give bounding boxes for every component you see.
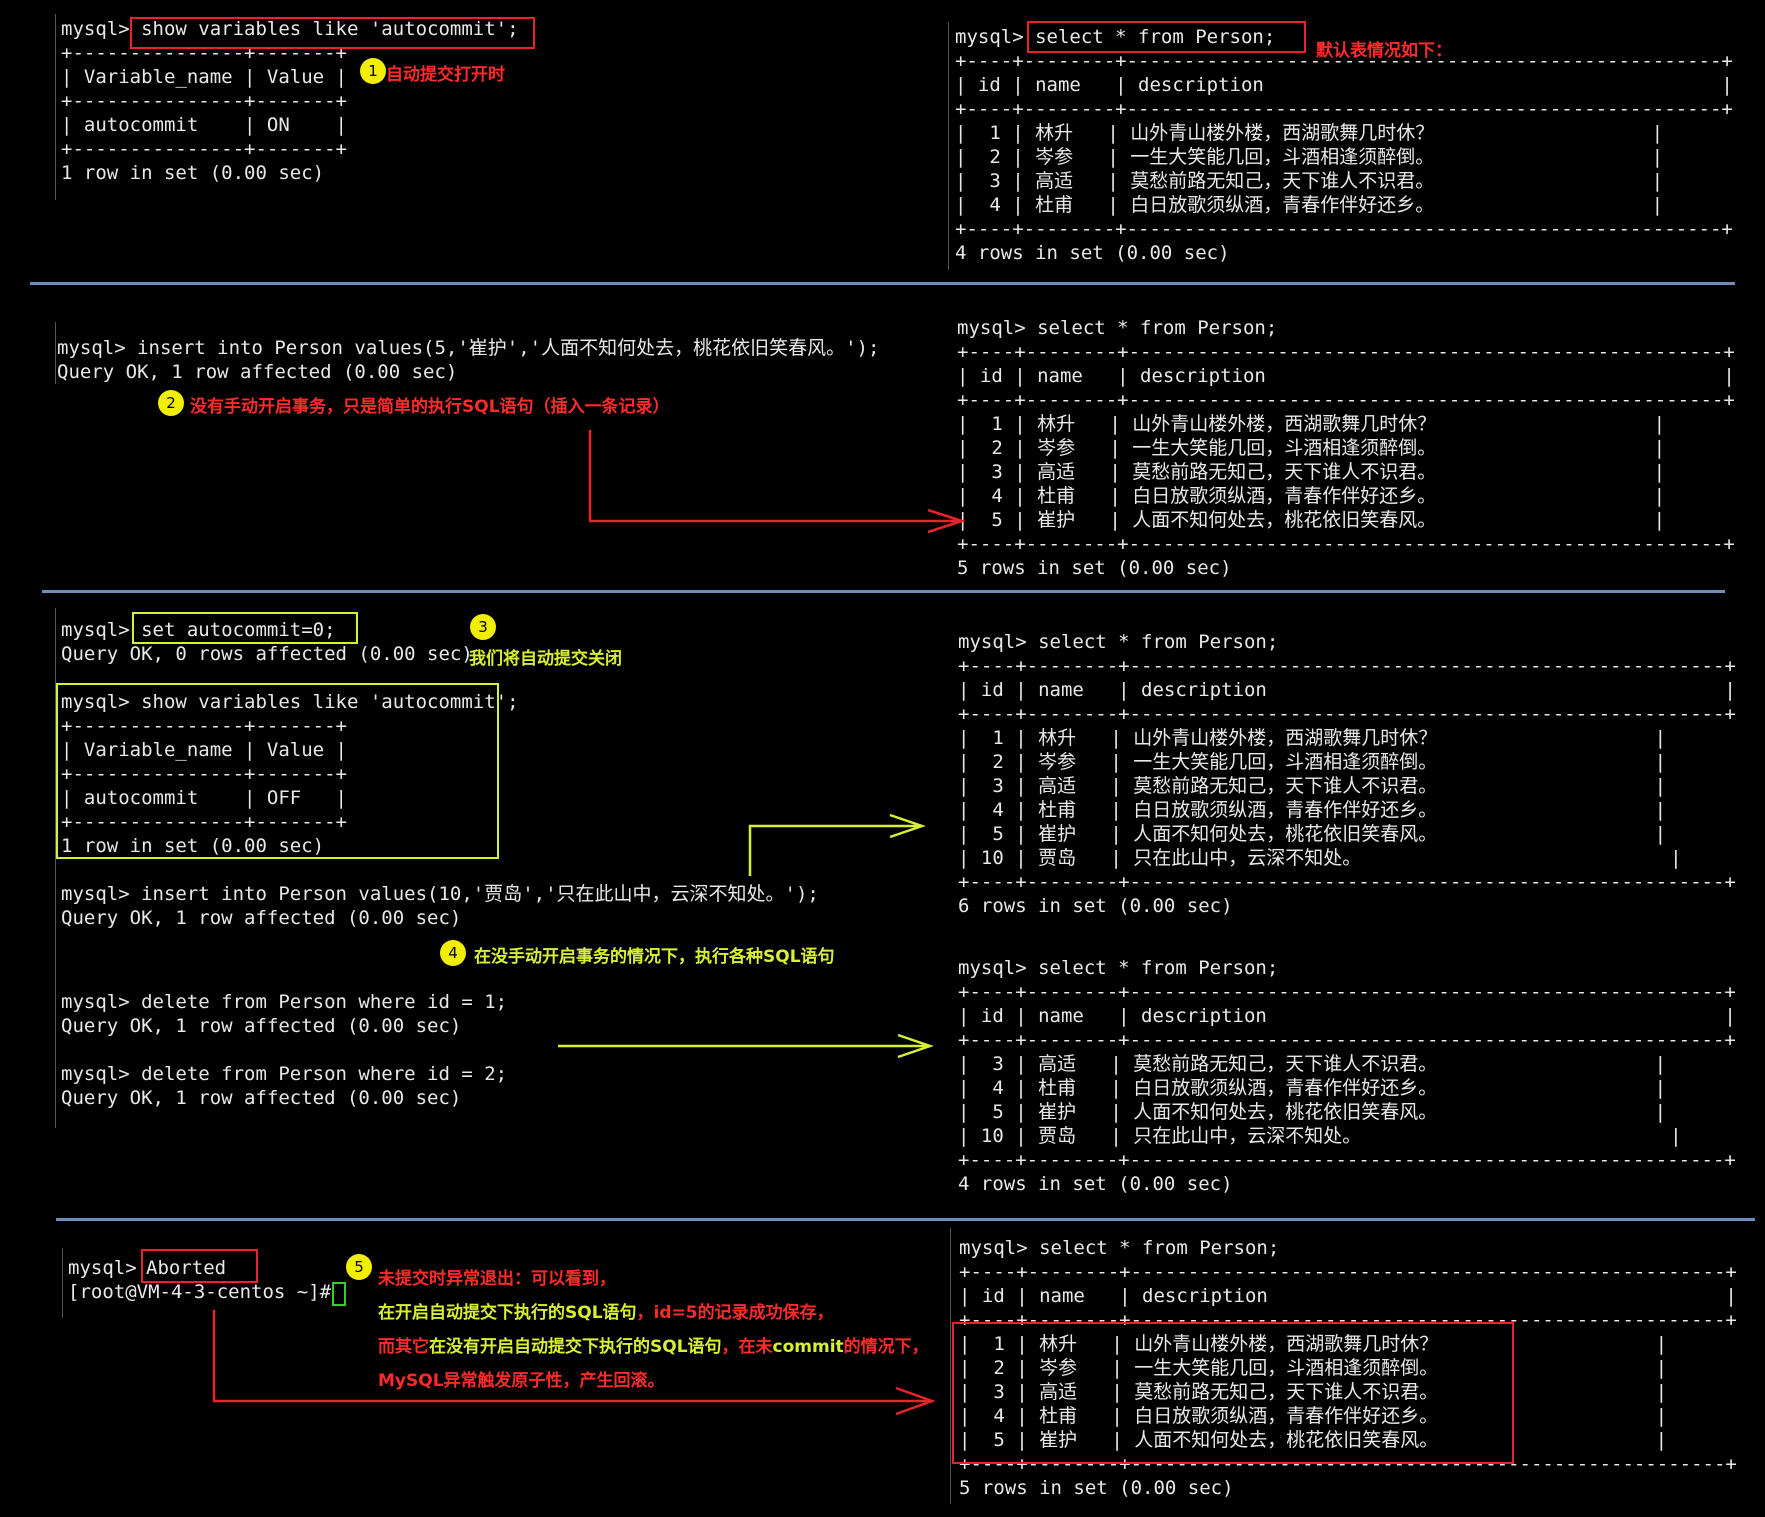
note-abort-line4: MySQL异常触发原子性，产生回滚。 [378,1371,665,1391]
note-abort-line2-a: 在开启自动提交下执行的SQL语句 [378,1303,637,1323]
panel2-right-terminal: mysql> select * from Person; +----+-----… [957,317,1735,579]
panel4-aborted-highlight [141,1249,258,1283]
note-abort-line3: 而其它在没有开启自动提交下执行的SQL语句，在未commit的情况下， [378,1332,929,1357]
panel3-variables-highlight [56,683,499,859]
separator-1 [30,282,1735,285]
note-abort-line1: 未提交时异常退出：可以看到， [378,1269,616,1289]
panel3-deletes: mysql> delete from Person where id = 1; … [61,991,508,1109]
panel2-left-terminal: mysql> insert into Person values(5,'崔护',… [57,337,880,383]
panel3-left-border [55,608,56,1128]
note-abort-line2: 在开启自动提交下执行的SQL语句，id=5的记录成功保存， [378,1298,834,1323]
panel3-show-variables: mysql> show variables like 'autocommit';… [61,691,519,857]
panel1-select-highlight [1027,21,1306,53]
panel4-shell-prompt: [root@VM-4-3-centos ~]# [68,1281,332,1303]
panel1-command-highlight [130,17,535,49]
note-autocommit-on: 自动提交打开时 [386,65,505,85]
panel1-right-terminal: mysql> select * from Person; +----+-----… [955,26,1733,264]
panel1-right-border [948,22,949,270]
terminal-cursor [332,1282,346,1306]
arrow-off-to-table-head [889,813,926,839]
arrow-insert-to-table [588,430,962,523]
arrow-abort-to-table [212,1310,932,1403]
arrow-insert-to-table-head [927,508,967,534]
separator-2 [42,590,1725,593]
panel4-rows-highlight [952,1322,1514,1464]
arrow-off-to-table [748,824,922,876]
badge-2: 2 [158,390,184,416]
note-autocommit-off: 我们将自动提交关闭 [469,649,622,669]
note-default-table: 默认表情况如下： [1316,41,1452,61]
arrow-abort-to-table-head [895,1386,936,1416]
badge-5: 5 [346,1254,372,1280]
panel4-right-border [950,1228,951,1504]
panel4-aborted: Aborted [146,1257,227,1279]
panel4-right-terminal: mysql> select * from Person; +----+-----… [959,1237,1737,1499]
panel1-left-border [55,14,56,200]
panel2-left-border [55,322,56,384]
panel3-set-autocommit: mysql> set autocommit=0; Query OK, 0 row… [61,619,473,665]
note-abort-line3-b: 在没有开启自动提交下执行的SQL语句 [429,1337,722,1357]
panel1-left-terminal: mysql> show variables like 'autocommit';… [61,18,519,184]
panel3-set-highlight [132,612,358,644]
panel3-insert: mysql> insert into Person values(10,'贾岛'… [61,883,819,929]
badge-4: 4 [440,940,466,966]
note-abort-line3-e: 的情况下， [843,1337,929,1357]
panel4-prompt: mysql> [68,1257,137,1279]
badge-3: 3 [470,614,496,640]
note-simple-insert: 没有手动开启事务，只是简单的执行SQL语句（插入一条记录） [190,397,670,417]
panel3-select-after-insert: mysql> select * from Person; +----+-----… [958,631,1736,917]
note-abort-line3-a: 而其它 [378,1337,429,1357]
note-abort-line3-d: commit [772,1337,844,1357]
note-various-sql: 在没手动开启事务的情况下，执行各种SQL语句 [474,947,835,967]
arrow-delete-to-table-head [897,1033,934,1059]
panel4-left-border [62,1248,63,1318]
badge-1: 1 [360,58,386,84]
panel3-select-after-delete: mysql> select * from Person; +----+-----… [958,957,1736,1195]
separator-3 [56,1218,1755,1221]
note-abort-line2-b: ，id=5的记录成功保存， [636,1303,834,1323]
note-abort-line3-c: ，在未 [721,1337,773,1357]
